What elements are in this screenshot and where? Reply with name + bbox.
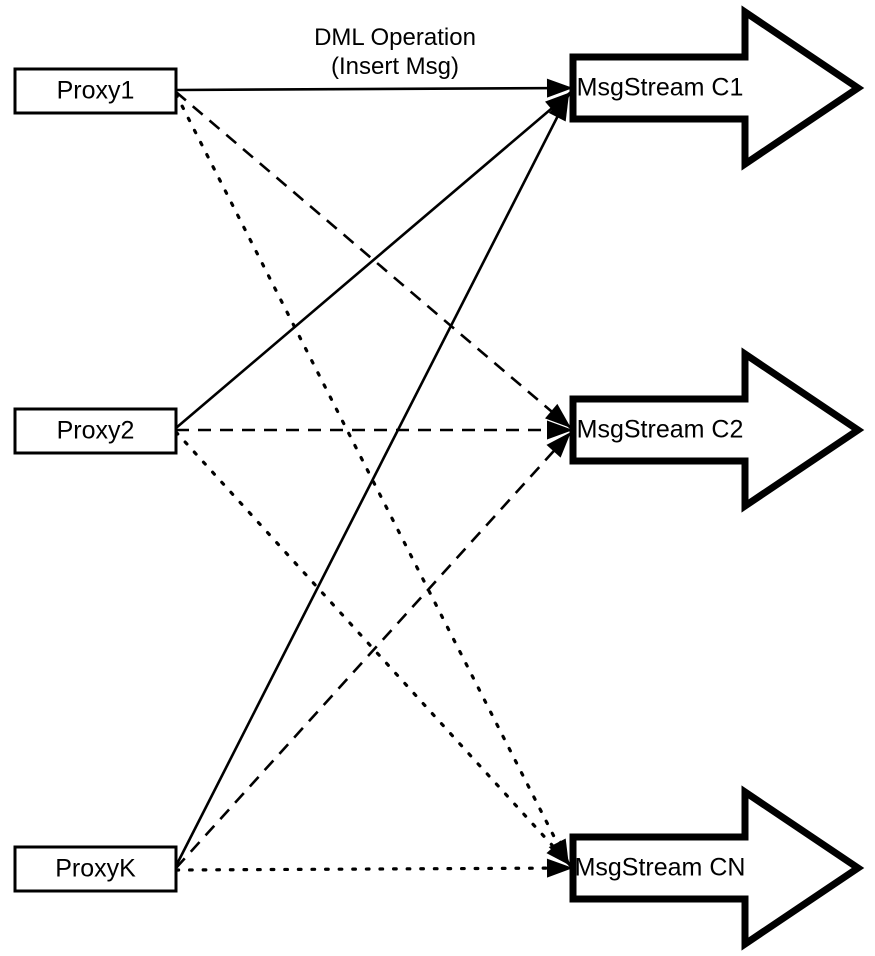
proxy-label-proxyK: ProxyK (55, 855, 136, 883)
stream-label-c2: MsgStream C2 (577, 416, 744, 444)
arrowhead-proxyK-cn (546, 858, 573, 878)
proxy-label-proxy2: Proxy2 (57, 417, 135, 445)
dml-operation-label-line2: (Insert Msg) (331, 53, 459, 80)
proxy-node-proxy1[interactable]: Proxy1 (13, 67, 178, 115)
arrowhead-proxy1-c1 (546, 78, 573, 98)
arrowhead-proxy2-c2 (547, 420, 573, 440)
arrowheads-layer (545, 78, 573, 878)
proxy-box-proxy1 (13, 67, 178, 115)
connection-proxy1-cn (174, 92, 571, 868)
arrowhead-proxyK-c2 (546, 432, 571, 458)
arrowhead-proxy2-cn (546, 840, 571, 866)
connection-proxyK-cn (174, 866, 575, 872)
connection-proxy1-c1 (175, 86, 574, 92)
arrowhead-proxyK-c1 (548, 94, 569, 122)
stream-node-c1[interactable]: MsgStream C1 (569, 5, 865, 171)
arrowhead-proxy1-c2 (545, 403, 571, 428)
stream-nodes-layer: MsgStream C1 MsgStream C2 MsgStream CN (569, 5, 865, 951)
stream-arrow-shape-c1 (569, 5, 865, 171)
connection-proxyK-c1 (174, 93, 571, 867)
edge-labels-layer: DML Operation (Insert Msg) (314, 24, 476, 80)
stream-label-cn: MsgStream CN (575, 854, 746, 882)
dml-operation-label-line1: DML Operation (314, 24, 476, 51)
proxy-label-proxy1: Proxy1 (57, 77, 135, 105)
stream-arrow-shape-cn (569, 785, 865, 951)
proxy-node-proxyK[interactable]: ProxyK (13, 845, 178, 893)
stream-arrow-shape-c2 (569, 347, 865, 513)
connection-proxy2-c1 (175, 91, 572, 429)
stream-node-c2[interactable]: MsgStream C2 (569, 347, 865, 513)
proxy-box-proxy2 (13, 407, 178, 455)
connection-proxy2-cn (174, 430, 573, 868)
connections-layer (174, 86, 575, 872)
connection-proxyK-c2 (175, 431, 572, 869)
proxy-box-proxyK (13, 845, 178, 893)
arrowhead-proxy2-c1 (545, 92, 571, 117)
proxy-node-proxy2[interactable]: Proxy2 (13, 407, 178, 455)
stream-label-c1: MsgStream C1 (577, 74, 744, 102)
stream-node-cn[interactable]: MsgStream CN (569, 785, 865, 951)
